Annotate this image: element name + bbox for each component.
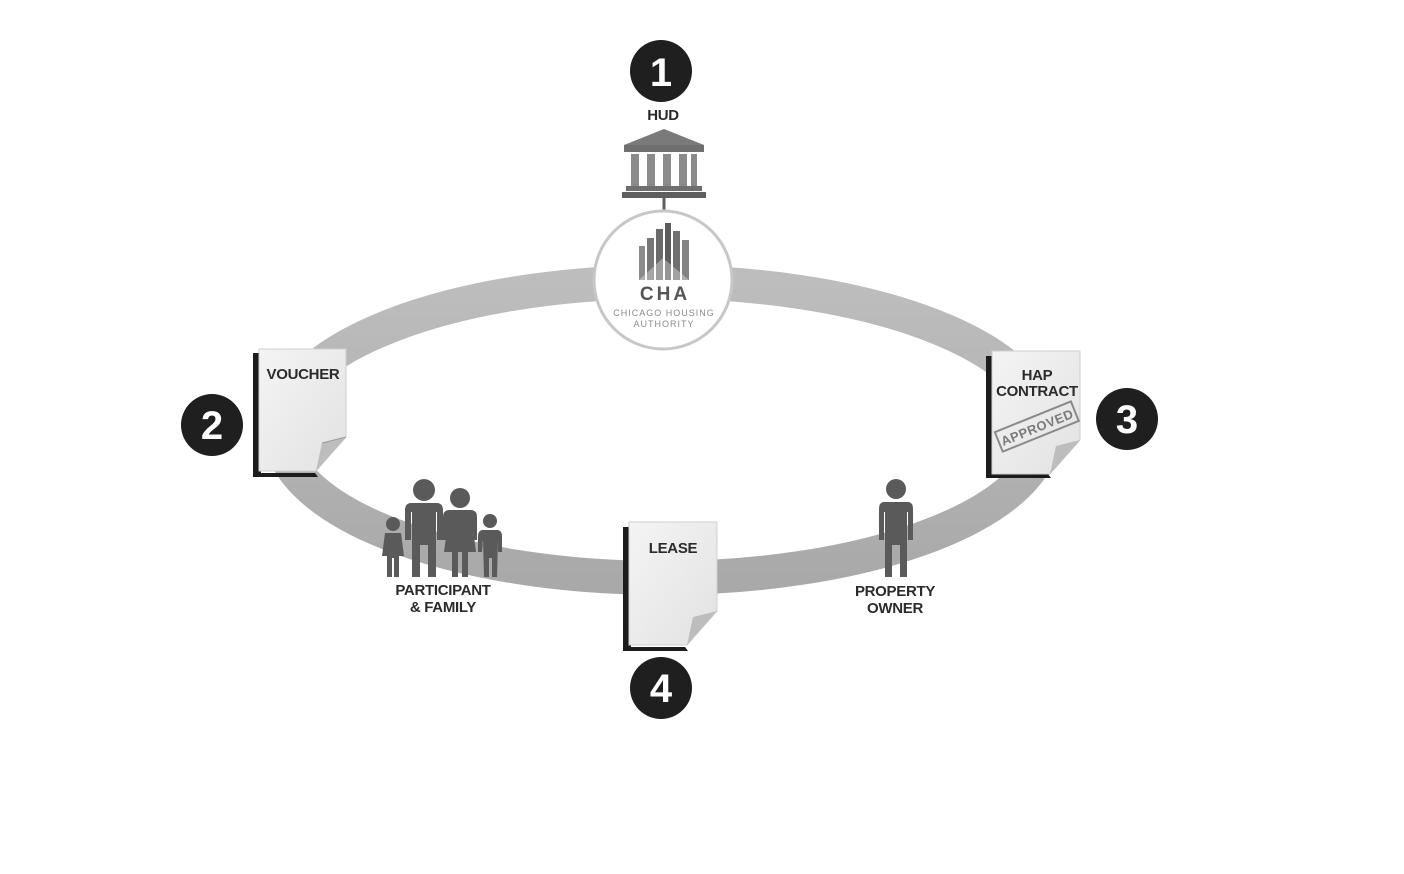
- owner-label-line2: OWNER: [867, 600, 923, 617]
- lease-label: LEASE: [649, 540, 698, 557]
- government-building-icon: [622, 129, 706, 213]
- step-badge-1: 1: [630, 40, 692, 102]
- hap-contract-line2: CONTRACT: [996, 383, 1078, 400]
- lease-document: [623, 521, 718, 651]
- child-figure-icon: [382, 517, 404, 577]
- boy-figure-icon: [478, 514, 502, 577]
- voucher-document: [253, 348, 347, 477]
- hap-contract-line1: HAP: [1022, 367, 1053, 384]
- family-icon: [382, 479, 502, 577]
- cha-abbreviation: CHA: [640, 284, 690, 305]
- step-number-3: 3: [1116, 398, 1138, 442]
- step-number-1: 1: [650, 51, 672, 95]
- participant-label-line1: PARTICIPANT: [395, 582, 490, 599]
- cha-logo: [592, 209, 734, 351]
- step-badge-4: 4: [630, 657, 692, 719]
- hap-contract-document: APPROVED: [986, 350, 1081, 478]
- hud-label: HUD: [647, 107, 679, 124]
- voucher-label: VOUCHER: [267, 366, 340, 383]
- step-number-2: 2: [201, 404, 223, 448]
- participant-label-line2: & FAMILY: [410, 599, 477, 616]
- owner-label-line1: PROPERTY: [855, 583, 935, 600]
- man-figure-icon: [405, 479, 443, 577]
- step-badge-2: 2: [181, 394, 243, 456]
- cha-name-line1: CHICAGO HOUSING: [613, 308, 715, 318]
- step-badge-3: 3: [1096, 388, 1158, 450]
- cha-name-line2: AUTHORITY: [633, 319, 694, 329]
- woman-figure-icon: [443, 488, 477, 577]
- step-number-4: 4: [650, 667, 673, 711]
- property-owner-icon: [879, 479, 913, 577]
